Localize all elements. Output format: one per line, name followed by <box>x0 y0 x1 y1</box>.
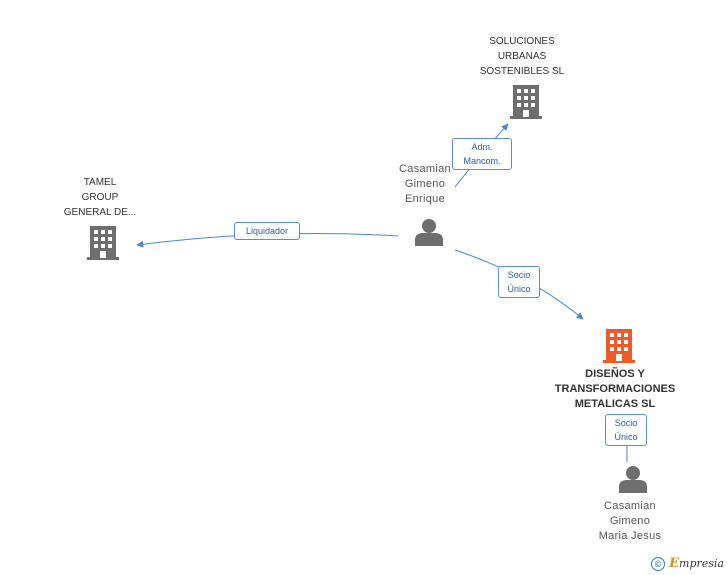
building-icon[interactable] <box>603 329 635 363</box>
company-tamel-label: TAMEL GROUP GENERAL DE... <box>63 177 137 218</box>
brand-logo: Empresia <box>669 556 724 571</box>
edge-tag-adm-mancom[interactable]: Adm. Mancom. <box>452 138 512 170</box>
person-icon[interactable] <box>414 218 444 246</box>
building-icon[interactable] <box>510 85 542 119</box>
company-soluciones-label: SOLUCIONES URBANAS SOSTENIBLES SL <box>479 36 565 77</box>
edge-tag-liquidador[interactable]: Liquidador <box>234 222 300 240</box>
company-disenos-label: DISEÑOS Y TRANSFORMACIONES METALICAS SL <box>554 368 676 410</box>
edge-tag-socio-unico-1[interactable]: Socio Único <box>498 266 540 298</box>
footer-brand: © Empresia <box>651 556 724 571</box>
copyright-icon: © <box>651 556 666 571</box>
edge-tag-socio-unico-2[interactable]: Socio Único <box>605 414 647 446</box>
person-enrique-label: Casamian Gimeno Enrique <box>399 163 451 205</box>
building-icon[interactable] <box>87 226 119 260</box>
person-maria-label: Casamian Gimeno Maria Jesus <box>598 500 662 542</box>
person-icon[interactable] <box>618 465 648 493</box>
